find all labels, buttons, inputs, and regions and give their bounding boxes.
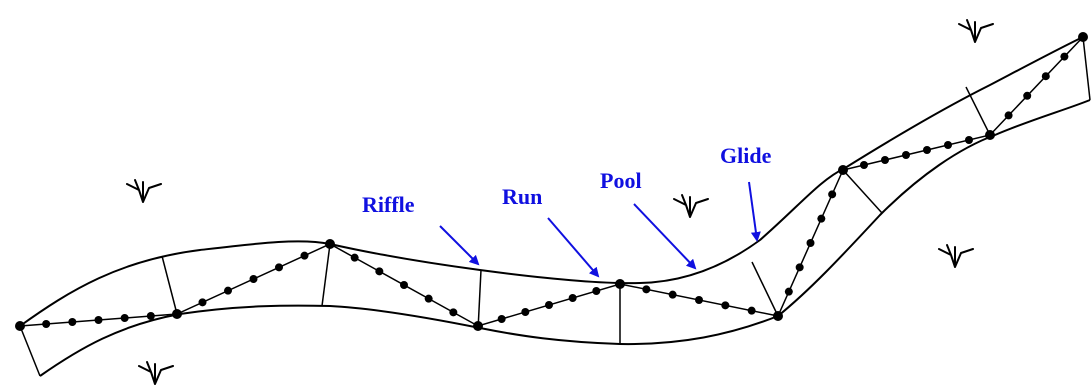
survey-point xyxy=(817,214,826,223)
cross-section-line xyxy=(842,169,883,214)
survey-point xyxy=(806,239,815,247)
riffle-arrow xyxy=(439,225,480,266)
survey-point xyxy=(15,321,25,331)
survey-point xyxy=(275,263,283,272)
survey-point xyxy=(615,279,625,289)
shrub-icon xyxy=(673,194,709,218)
survey-point xyxy=(300,251,309,260)
survey-point xyxy=(784,287,793,296)
survey-point xyxy=(795,263,804,272)
pool-arrow xyxy=(633,203,697,270)
survey-point xyxy=(1023,91,1032,100)
shrubs xyxy=(126,19,994,385)
survey-point xyxy=(120,314,129,322)
survey-point xyxy=(668,290,677,299)
stream-bank-upper xyxy=(19,36,1084,327)
run-label: Run xyxy=(502,184,543,209)
survey-point xyxy=(94,316,103,324)
survey-point xyxy=(1078,32,1088,42)
survey-point xyxy=(828,190,837,199)
cross-section-line xyxy=(321,243,331,307)
survey-point xyxy=(375,267,384,276)
survey-point xyxy=(747,306,756,315)
survey-point xyxy=(521,308,530,316)
survey-point xyxy=(497,315,506,323)
survey-point xyxy=(350,253,359,262)
cross-section-line xyxy=(161,255,178,315)
survey-point xyxy=(545,301,553,309)
survey-point xyxy=(1004,111,1013,120)
cross-section-line xyxy=(19,325,41,377)
shrub-icon xyxy=(126,179,162,203)
stream-bank-lower xyxy=(39,99,1091,377)
shrub-icon xyxy=(958,19,994,43)
survey-point xyxy=(902,151,910,159)
cross-section-line xyxy=(751,261,779,317)
pool-label: Pool xyxy=(600,168,642,193)
survey-point xyxy=(325,239,335,249)
habitat-arrows xyxy=(439,181,761,278)
run-arrow xyxy=(547,217,600,278)
survey-point xyxy=(642,285,651,294)
survey-point xyxy=(449,308,458,317)
survey-point xyxy=(172,309,182,319)
survey-point xyxy=(473,321,483,331)
survey-point xyxy=(860,161,868,169)
survey-points xyxy=(15,32,1088,331)
survey-point xyxy=(68,318,77,326)
survey-point xyxy=(773,311,783,321)
riffle-label: Riffle xyxy=(362,192,415,217)
cross-sections xyxy=(19,36,1091,377)
survey-point xyxy=(838,165,848,175)
survey-point xyxy=(249,275,258,283)
glide-arrow xyxy=(748,181,761,242)
survey-point xyxy=(985,130,995,140)
glide-label: Glide xyxy=(720,143,772,168)
cross-section-line xyxy=(965,86,991,136)
survey-point xyxy=(400,281,408,289)
survey-point xyxy=(568,294,577,302)
survey-point xyxy=(1060,52,1069,61)
survey-point xyxy=(198,298,207,307)
survey-point xyxy=(944,141,952,149)
shrub-icon xyxy=(938,244,974,268)
survey-point xyxy=(592,287,601,295)
survey-point xyxy=(721,301,730,310)
shrub-icon xyxy=(138,361,174,385)
survey-point xyxy=(965,136,973,144)
survey-point xyxy=(42,320,51,328)
survey-point xyxy=(424,294,433,303)
survey-point xyxy=(695,296,703,304)
cross-section-line xyxy=(1082,36,1091,101)
survey-point xyxy=(1041,72,1050,81)
survey-point xyxy=(146,312,155,320)
cross-section-line xyxy=(477,269,482,331)
thalweg-line xyxy=(19,36,1084,327)
survey-point xyxy=(881,156,889,164)
survey-point xyxy=(224,286,232,295)
survey-point xyxy=(923,146,931,154)
